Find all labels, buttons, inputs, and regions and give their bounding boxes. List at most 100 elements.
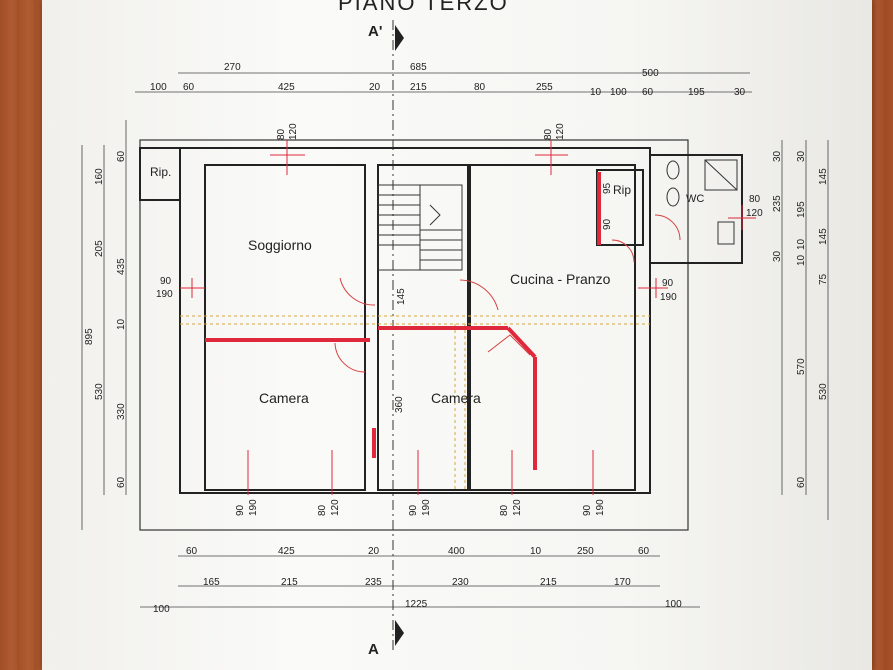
- opening-wc-b: 120: [746, 208, 763, 219]
- dim-top-r2-2: 425: [278, 82, 295, 93]
- opening-top-left-b: 120: [288, 123, 299, 140]
- dim-top-r2-6: 255: [536, 82, 553, 93]
- opening-bottom-3-a: 80: [499, 504, 510, 516]
- opening-right-mid-b: 190: [660, 292, 677, 303]
- dim-bot-r2-1: 215: [281, 577, 298, 588]
- opening-bottom-4-b: 190: [595, 499, 606, 516]
- room-label-rip-left: Rip.: [150, 165, 171, 179]
- dim-right-c4-0: 30: [796, 150, 807, 162]
- dim-bot-r3-1: 1225: [405, 599, 428, 610]
- dim-right-c1-0: 30: [772, 150, 783, 162]
- dimension-lines-left: [81, 120, 127, 530]
- opening-top-right-a: 80: [543, 128, 554, 140]
- dim-left-total: 895: [84, 328, 95, 345]
- dim-right-c2-1: 75: [818, 273, 829, 285]
- dim-bot-r2-5: 170: [614, 577, 631, 588]
- dim-top-r2-10: 195: [688, 87, 705, 98]
- dim-top-r2-5: 80: [474, 82, 486, 93]
- dim-bot-r1-3: 400: [448, 546, 465, 557]
- dim-top-r2-3: 20: [369, 82, 381, 93]
- dim-bot-r1-5: 250: [577, 546, 594, 557]
- dim-left-c2-1: 435: [116, 258, 127, 275]
- dim-top-r2-8: 100: [610, 87, 627, 98]
- dim-top-r2-4: 215: [410, 82, 427, 93]
- dim-top-r1-0: 270: [224, 62, 241, 73]
- opening-bottom-1-a: 80: [317, 504, 328, 516]
- dim-bot-r1-4: 10: [530, 546, 542, 557]
- dim-bot-r1-0: 60: [186, 546, 198, 557]
- wc-fixtures: [666, 159, 738, 245]
- dim-top-r2-7: 10: [590, 87, 602, 98]
- dashed-overlay: [180, 315, 650, 490]
- dim-right-c3-2: 145: [818, 228, 829, 245]
- dim-left-c3-0: 60: [116, 150, 127, 162]
- opening-wc-a: 80: [749, 194, 761, 205]
- dim-bot-r3-0: 100: [153, 604, 170, 615]
- dim-bot-r1-2: 20: [368, 546, 380, 557]
- dim-left-c3-2: 530: [94, 383, 105, 400]
- dim-top-r1-1: 685: [410, 62, 427, 73]
- opening-bottom-2-b: 190: [421, 499, 432, 516]
- dimension-lines-bottom: [140, 555, 700, 608]
- dim-right-c3-3: 530: [818, 383, 829, 400]
- opening-left-mid-a: 90: [160, 276, 172, 287]
- staircase: [377, 184, 463, 271]
- dim-top-r1-2: 500: [642, 68, 659, 79]
- opening-bottom-0-a: 90: [235, 504, 246, 516]
- room-label-cucina: Cucina - Pranzo: [510, 271, 611, 287]
- opening-bottom-0-b: 190: [248, 499, 259, 516]
- dim-left-c2-0: 160: [94, 168, 105, 185]
- plan-title: PIANO TERZO: [338, 0, 509, 15]
- dimension-lines-right: [781, 140, 829, 520]
- dim-bot-r1-1: 425: [278, 546, 295, 557]
- opening-stair: 145: [396, 288, 407, 305]
- opening-rip-a: 95: [602, 182, 613, 194]
- dim-right-c3-0: 145: [818, 168, 829, 185]
- dim-right-c4-1: 10: [796, 238, 807, 250]
- dim-left-c3-1: 205: [94, 240, 105, 257]
- dim-right-c2-2: 570: [796, 358, 807, 375]
- dim-right-c1-2: 30: [772, 250, 783, 262]
- dimension-lines-top: [135, 72, 752, 93]
- dim-top-r2-0: 100: [150, 82, 167, 93]
- opening-bottom-3-b: 120: [512, 499, 523, 516]
- dim-right-c1-3: 60: [796, 476, 807, 488]
- dim-left-c2-4: 60: [116, 476, 127, 488]
- room-label-camera-left: Camera: [259, 390, 309, 406]
- section-marker-top: A': [368, 23, 382, 40]
- dim-bot-r2-4: 215: [540, 577, 557, 588]
- opening-corridor: 360: [394, 396, 405, 413]
- room-label-camera-right: Camera: [431, 390, 481, 406]
- room-label-soggiorno: Soggiorno: [248, 237, 312, 253]
- opening-bottom-4-a: 90: [582, 504, 593, 516]
- building-walls: [139, 147, 743, 494]
- window-markers: [180, 140, 756, 495]
- dim-top-r2-9: 60: [642, 87, 654, 98]
- new-walls-red: [205, 172, 601, 470]
- room-label-wc: WC: [686, 193, 704, 205]
- section-marker-bottom: A: [368, 641, 379, 658]
- dim-bot-r3-2: 100: [665, 599, 682, 610]
- dim-top-r2-1: 60: [183, 82, 195, 93]
- dim-bot-r2-0: 165: [203, 577, 220, 588]
- outer-outline: [139, 139, 689, 531]
- dim-bot-r2-3: 230: [452, 577, 469, 588]
- room-label-rip-right: Rip: [613, 183, 631, 197]
- door-swings: [334, 214, 681, 373]
- opening-right-mid-a: 90: [662, 278, 674, 289]
- dim-bot-r2-2: 235: [365, 577, 382, 588]
- opening-left-mid-b: 190: [156, 289, 173, 300]
- section-arrow-top: [395, 25, 404, 51]
- dim-right-c2-0: 10: [796, 254, 807, 266]
- dim-top-r2-11: 30: [734, 87, 746, 98]
- dim-right-c1-1: 235: [772, 195, 783, 212]
- opening-top-right-b: 120: [555, 123, 566, 140]
- opening-top-left-a: 80: [276, 128, 287, 140]
- dim-left-c2-2: 10: [116, 318, 127, 330]
- opening-rip-b: 90: [602, 218, 613, 230]
- section-arrow-bottom: [395, 620, 404, 646]
- opening-bottom-1-b: 120: [330, 499, 341, 516]
- dim-left-c2-3: 330: [116, 403, 127, 420]
- dim-bot-r1-6: 60: [638, 546, 650, 557]
